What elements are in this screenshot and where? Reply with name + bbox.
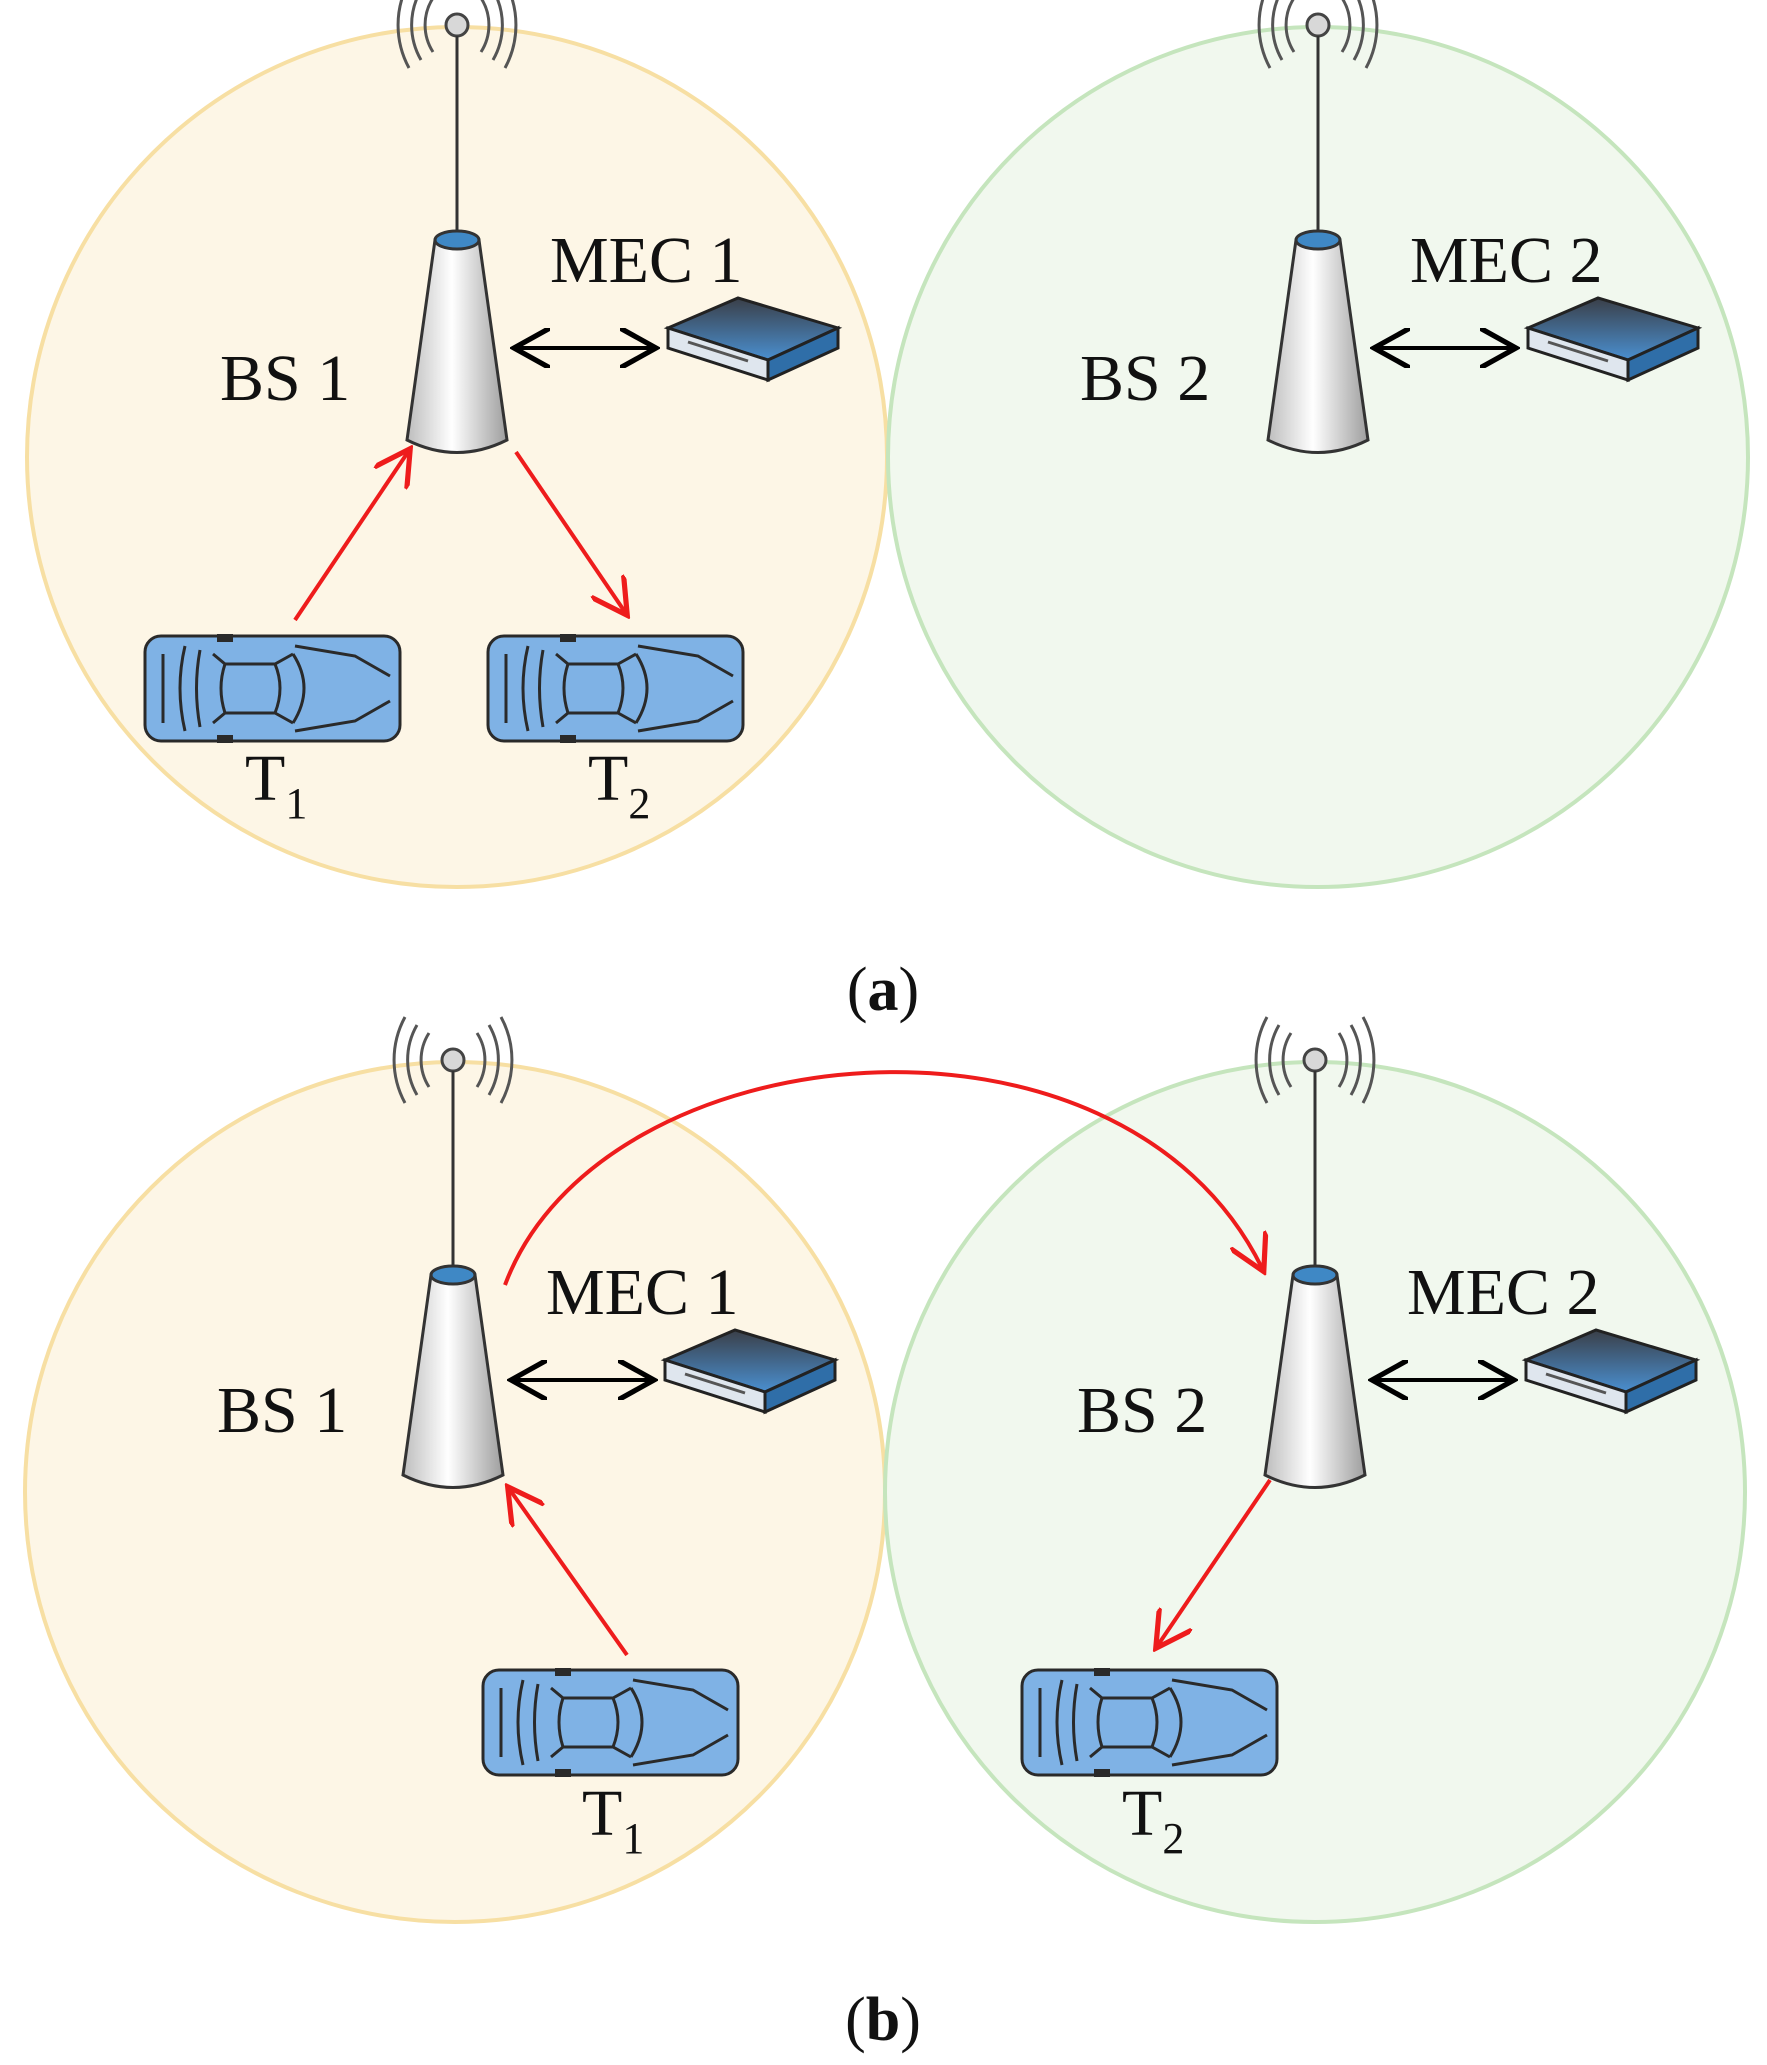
panel-b-caption: (b): [845, 1986, 921, 2054]
vehicle-t1-label: T1: [245, 742, 307, 828]
panel-a-caption: (a): [847, 956, 919, 1024]
vehicle-t1-label-b: T1: [582, 1777, 644, 1863]
vehicle-t2-label-b: T2: [1122, 1777, 1184, 1863]
mec2-label: MEC 2: [1410, 224, 1603, 297]
bs1-label-b: BS 1: [217, 1374, 347, 1447]
mec1-label: MEC 1: [550, 224, 743, 297]
t2-downlink-arrow: [514, 450, 625, 612]
panel-a: BS 1 MEC 1 BS 2 MEC 2 T1 T2 (a): [25, 0, 1750, 1024]
mec2-label-b: MEC 2: [1407, 1256, 1600, 1329]
t2-downlink-arrow-b: [1158, 1478, 1272, 1645]
bs2-label-b: BS 2: [1077, 1374, 1207, 1447]
bs1-label: BS 1: [220, 342, 350, 415]
mec1-label-b: MEC 1: [546, 1256, 739, 1329]
vehicle-t1-icon-b: [481, 1666, 740, 1779]
bs1-to-bs2-handover-arrow: [503, 1070, 1262, 1286]
bs2-label: BS 2: [1080, 342, 1210, 415]
panel-b: BS 1 MEC 1 BS 2 MEC 2 T1 T2 (b): [23, 1015, 1747, 2054]
t1-uplink-arrow: [293, 452, 408, 622]
vehicle-t1-icon: [143, 632, 402, 745]
vehicle-t2-label: T2: [588, 742, 650, 828]
t1-uplink-arrow-b: [510, 1490, 629, 1657]
cell-1-coverage-b: [23, 1060, 887, 1924]
vehicle-t2-icon-b: [1020, 1666, 1279, 1779]
vehicle-t2-icon: [486, 632, 745, 745]
